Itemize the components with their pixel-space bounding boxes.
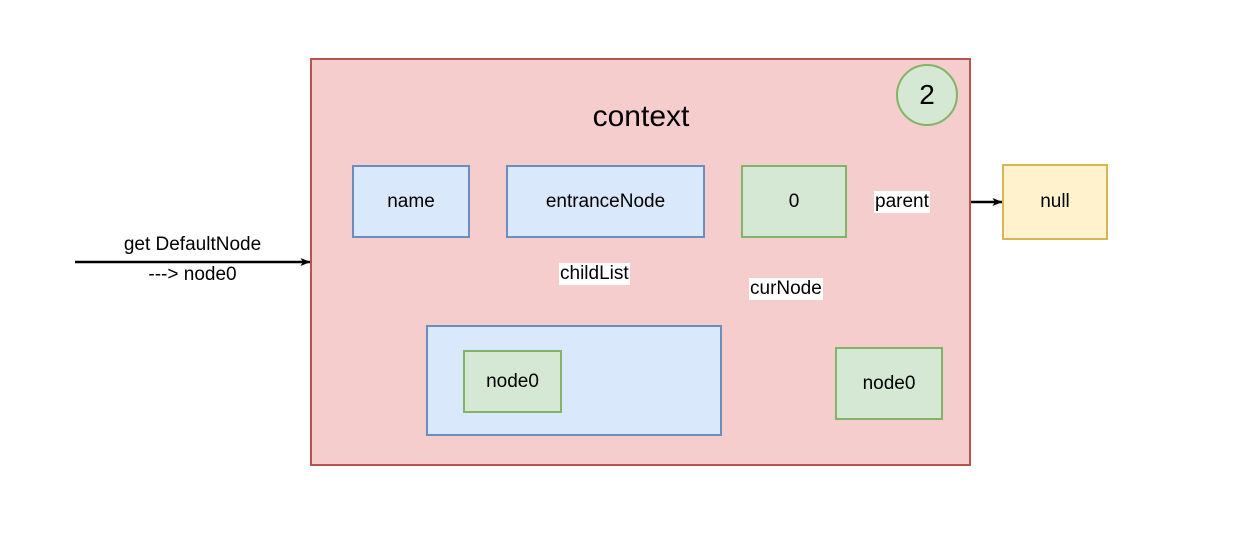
edge-label-child-list: childList xyxy=(559,263,630,285)
page-title: context xyxy=(592,100,690,133)
status-badge: 2 xyxy=(896,64,958,126)
entry-arrow-label-top: get DefaultNode xyxy=(123,234,262,255)
edge-label-parent: parent xyxy=(874,191,930,213)
node-name-box: name xyxy=(352,165,470,238)
node-entrance-node-box: entranceNode xyxy=(506,165,705,238)
cur-node-node0-box: node0 xyxy=(835,347,943,420)
child-list-node0-box: node0 xyxy=(463,350,562,413)
node-index-box: 0 xyxy=(741,165,847,238)
entry-arrow-label-bottom: ---> node0 xyxy=(148,264,237,285)
edge-label-cur-node: curNode xyxy=(749,278,823,300)
node-null-box: null xyxy=(1002,164,1108,240)
